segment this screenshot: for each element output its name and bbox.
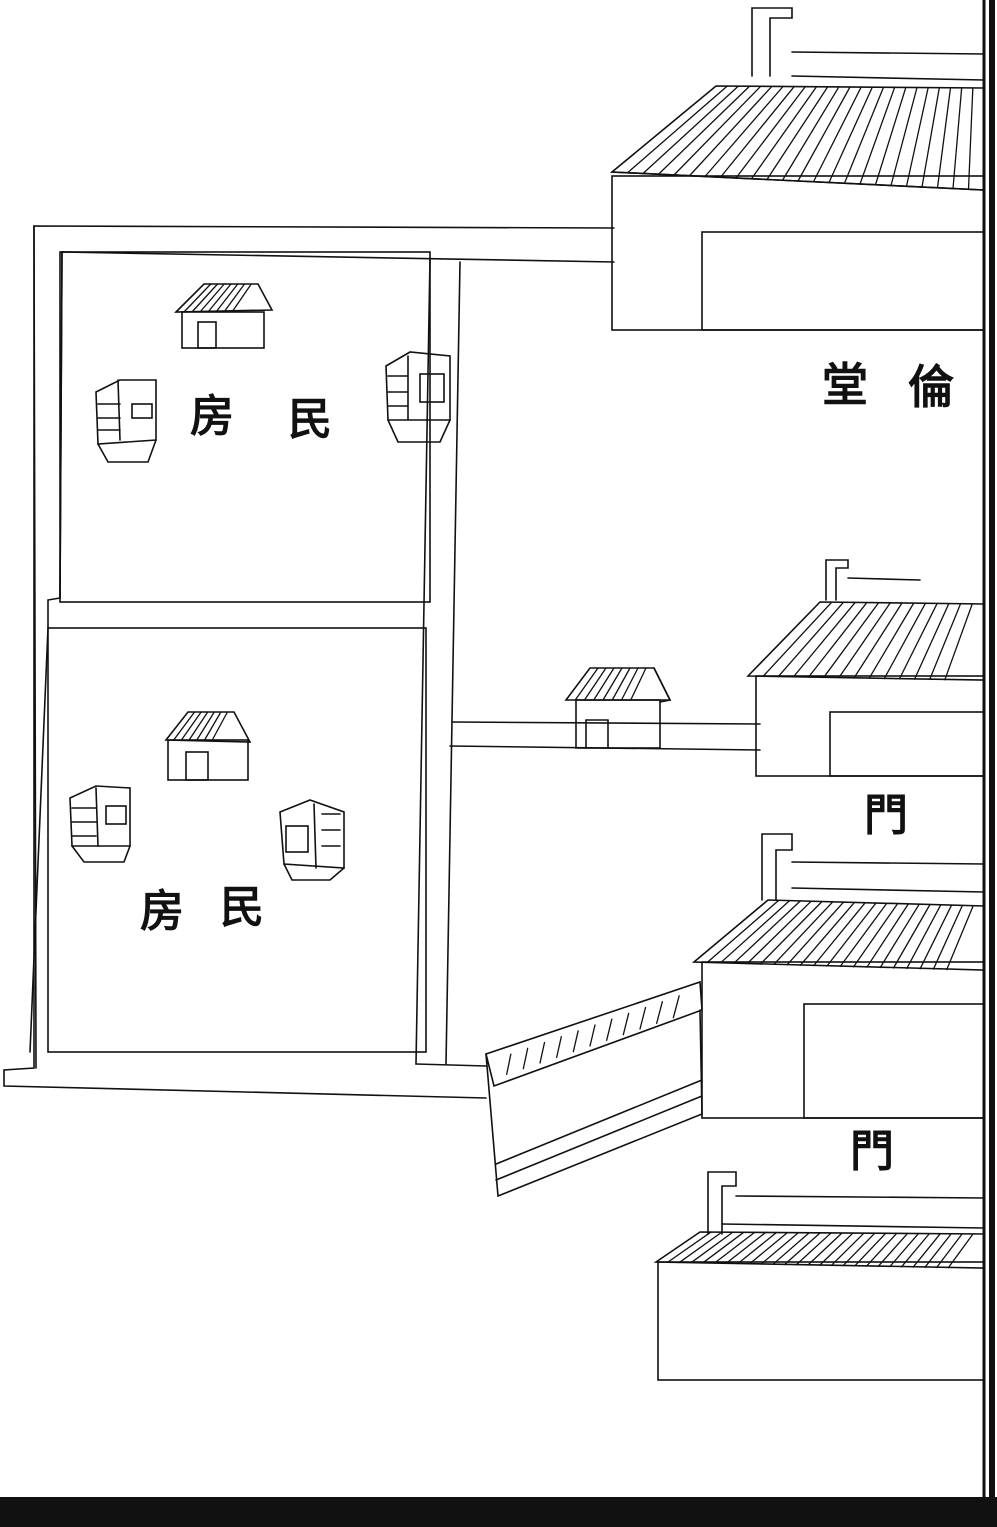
cross-wall	[449, 721, 761, 751]
lower-block-house-left	[69, 785, 131, 863]
lower-block-house-top	[164, 711, 252, 781]
upper-residence-block	[59, 251, 431, 603]
gate-label-1: 門	[864, 790, 908, 841]
bottom-border	[0, 1497, 997, 1527]
upper-block-house-left	[95, 379, 157, 463]
central-lane	[415, 257, 487, 1067]
outer-compound-wall	[3, 225, 615, 1099]
lower-residence-label-char-2: 民	[220, 882, 264, 933]
upper-residence-label-char-1: 房	[190, 391, 234, 442]
lane-small-house	[564, 667, 672, 749]
upper-residence-label-char-2: 民	[288, 394, 332, 445]
second-gate-building	[691, 833, 985, 1119]
hall-label-char-2: 倫	[908, 360, 954, 414]
lower-block-house-right	[279, 799, 345, 881]
main-hall-building	[609, 7, 985, 331]
screen-wall	[485, 980, 703, 1198]
upper-block-house-right	[385, 351, 451, 443]
bottom-building	[653, 1171, 985, 1381]
gate-label-2: 門	[850, 1126, 894, 1177]
upper-block-house-top	[174, 283, 274, 349]
right-border	[982, 0, 995, 1523]
lower-residence-label-char-1: 房	[140, 886, 184, 937]
hall-label-char-1: 堂	[822, 358, 868, 412]
lower-residence-block	[47, 627, 427, 1053]
first-gate-building	[746, 559, 985, 777]
